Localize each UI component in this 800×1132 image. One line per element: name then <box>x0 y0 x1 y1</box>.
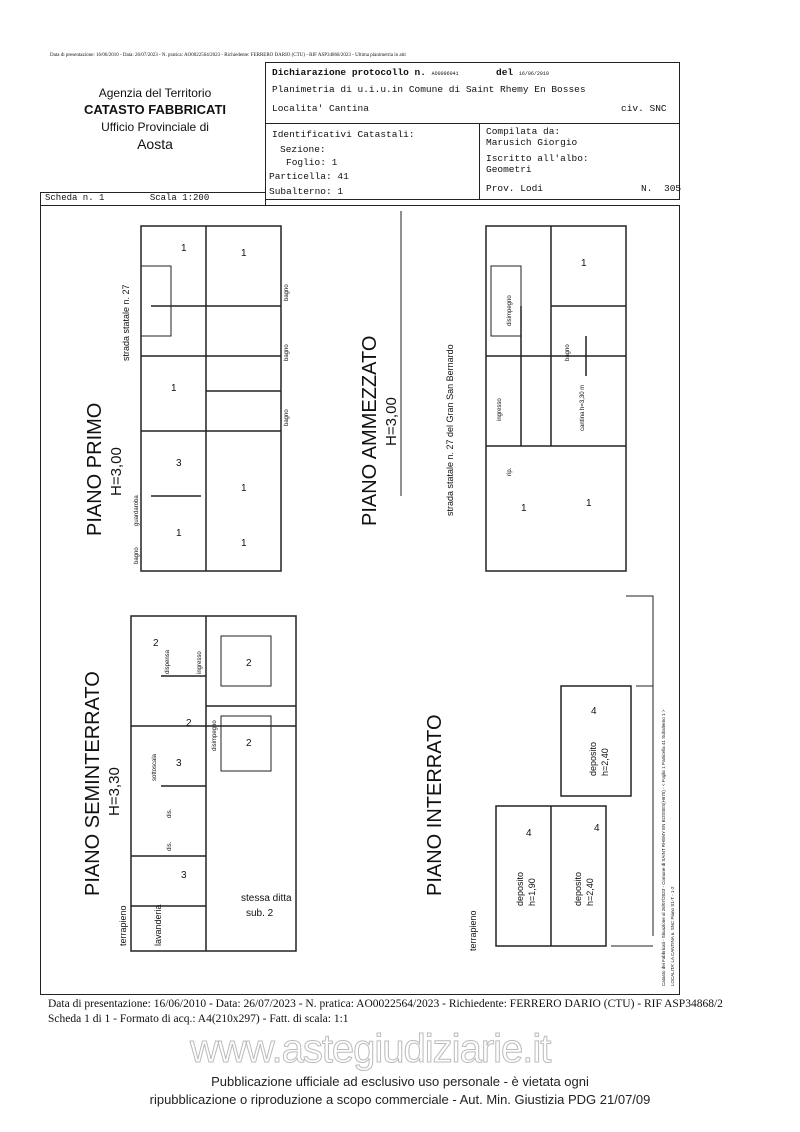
del-label: del <box>496 67 514 78</box>
scale: Scala 1:200 <box>149 193 210 203</box>
room-number: 2 <box>186 718 192 729</box>
room-number: 1 <box>521 503 527 514</box>
iscritto-label: Iscritto all'albo: <box>486 153 589 164</box>
top-submission-line: Data di presentazione: 16/06/2010 - Data… <box>50 53 406 58</box>
scheda-number: Scheda n. 1 <box>45 193 105 203</box>
scheda-box: Scheda n. 1 Scala 1:200 <box>40 192 266 206</box>
deposito-label: deposito <box>573 872 583 906</box>
room-number: 4 <box>526 828 532 839</box>
room-label: rip. <box>507 467 513 476</box>
deposito-height: h=2,40 <box>600 748 610 776</box>
compilata-value: Marusich Giorgio <box>486 137 578 148</box>
room-number: 2 <box>246 658 252 669</box>
deposito-label: deposito <box>515 872 525 906</box>
room-number: 1 <box>581 258 587 269</box>
particella: Particella: 41 <box>269 171 349 182</box>
prov: Prov. Lodi <box>486 183 544 194</box>
del-value: 16/06/2010 <box>518 71 549 77</box>
piano-seminterrato-height: H=3,30 <box>106 767 123 816</box>
publication-notice-line2: ripubblicazione o riproduzione a scopo c… <box>149 1092 651 1107</box>
room-number: 3 <box>176 458 182 469</box>
publication-notice-line1: Pubblicazione ufficiale ad esclusivo uso… <box>211 1074 589 1089</box>
n-label: N. <box>641 183 653 194</box>
room-label: bagno <box>565 344 571 361</box>
protocol-label: Dichiarazione protocollo n. <box>272 67 426 78</box>
footer-line2: Scheda 1 di 1 - Formato di acq.: A4(210x… <box>48 1013 349 1025</box>
header-box: Dichiarazione protocollo n. AO0096041 de… <box>265 62 682 200</box>
piano-primo-height: H=3,00 <box>108 447 125 496</box>
room-number: 2 <box>153 638 159 649</box>
room-label: ingresso <box>197 651 203 674</box>
room-label: dispensa <box>165 649 171 674</box>
room-number: 1 <box>241 538 247 549</box>
room-number: 3 <box>181 870 187 881</box>
room-label: dis. <box>167 841 173 851</box>
stessa-ditta-label: stessa ditta <box>241 893 292 904</box>
room-number: 2 <box>246 738 252 749</box>
room-number: 4 <box>591 706 597 717</box>
subalterno: Subalterno: 1 <box>269 186 344 197</box>
room-label: bagno <box>134 547 140 564</box>
room-number: 3 <box>176 758 182 769</box>
protocol-value: AO0096041 <box>431 71 459 77</box>
localita: Localita' Cantina <box>272 103 369 114</box>
room-number: 1 <box>586 498 592 509</box>
civico: civ. SNC <box>621 103 667 114</box>
room-number: 4 <box>594 823 600 834</box>
piano-interrato-title: PIANO INTERRATO <box>424 714 446 896</box>
deposito-label: deposito <box>588 742 598 776</box>
lavanderia-label: lavanderia <box>153 904 163 946</box>
room-label: cantina h=3,30 m <box>580 385 586 431</box>
piano-ammezzato-outline <box>485 225 627 572</box>
room-number: 1 <box>176 528 182 539</box>
catasto-title: CATASTO FABBRICATI <box>83 102 227 117</box>
room-label: ingresso <box>497 398 503 421</box>
room-label: bagno <box>284 409 290 426</box>
piano-ammezzato-height: H=3,00 <box>383 397 400 446</box>
n-value: 305 <box>664 183 682 194</box>
iscritto-value: Geometri <box>486 164 532 175</box>
room-label: disimpegno <box>212 720 218 751</box>
deposito-upper <box>560 685 632 797</box>
compilata-label: Compilata da: <box>486 126 561 137</box>
sezione: Sezione: <box>280 144 326 155</box>
foglio: Foglio: 1 <box>286 157 338 168</box>
site-watermark: www.astegiudiziarie.it <box>189 1027 551 1071</box>
footer-line1: Data di presentazione: 16/06/2010 - Data… <box>48 998 723 1010</box>
room-number: 1 <box>171 383 177 394</box>
terrapieno-label: terrapieno <box>468 910 478 951</box>
room-label: bagno <box>284 344 290 361</box>
room-label: disimpegno <box>507 295 513 326</box>
room-number: 1 <box>241 248 247 259</box>
piano-primo-outline <box>140 225 282 572</box>
room-label: dis. <box>167 808 173 818</box>
floor-plans: 1 1 1 3 1 1 1 1 1 1 2 2 2 2 3 3 4 4 4 <box>82 211 675 986</box>
agency-name: Agenzia del Territorio <box>98 86 212 100</box>
side-note-line1: Catasto dei Fabbricati - Situazione al 2… <box>661 709 666 986</box>
sub-label: sub. 2 <box>246 908 274 919</box>
room-label: bagno <box>284 284 290 301</box>
piano-seminterrato-title: PIANO SEMINTERRATO <box>82 671 104 896</box>
room-label: guardaroba <box>134 495 140 526</box>
planimetria-line: Planimetria di u.i.u.in Comune di Saint … <box>272 84 586 95</box>
ufficio-label: Ufficio Provinciale di <box>101 120 209 134</box>
piano-ammezzato-title: PIANO AMMEZZATO <box>359 336 381 526</box>
deposito-height: h=1,90 <box>527 878 537 906</box>
deposito-height: h=2,40 <box>585 878 595 906</box>
drawing-frame: 1 1 1 3 1 1 1 1 1 1 2 2 2 2 3 3 4 4 4 <box>40 205 680 995</box>
road-label: strada statale n. 27 <box>121 284 131 361</box>
room-label: sottoscala <box>152 753 158 781</box>
piano-primo-title: PIANO PRIMO <box>84 403 106 536</box>
room-number: 1 <box>181 243 187 254</box>
piano-seminterrato-outline <box>130 615 297 952</box>
ident-title: Identificativi Catastali: <box>272 129 415 140</box>
room-number: 1 <box>241 483 247 494</box>
terrapieno-label: terrapieno <box>118 905 128 946</box>
road-label: strada statale n. 27 del Gran San Bernar… <box>445 344 455 516</box>
side-note-line2: LOCALITA' LA CANTINA n. SNC Piano S1-T -… <box>670 886 675 986</box>
province-name: Aosta <box>137 136 173 152</box>
